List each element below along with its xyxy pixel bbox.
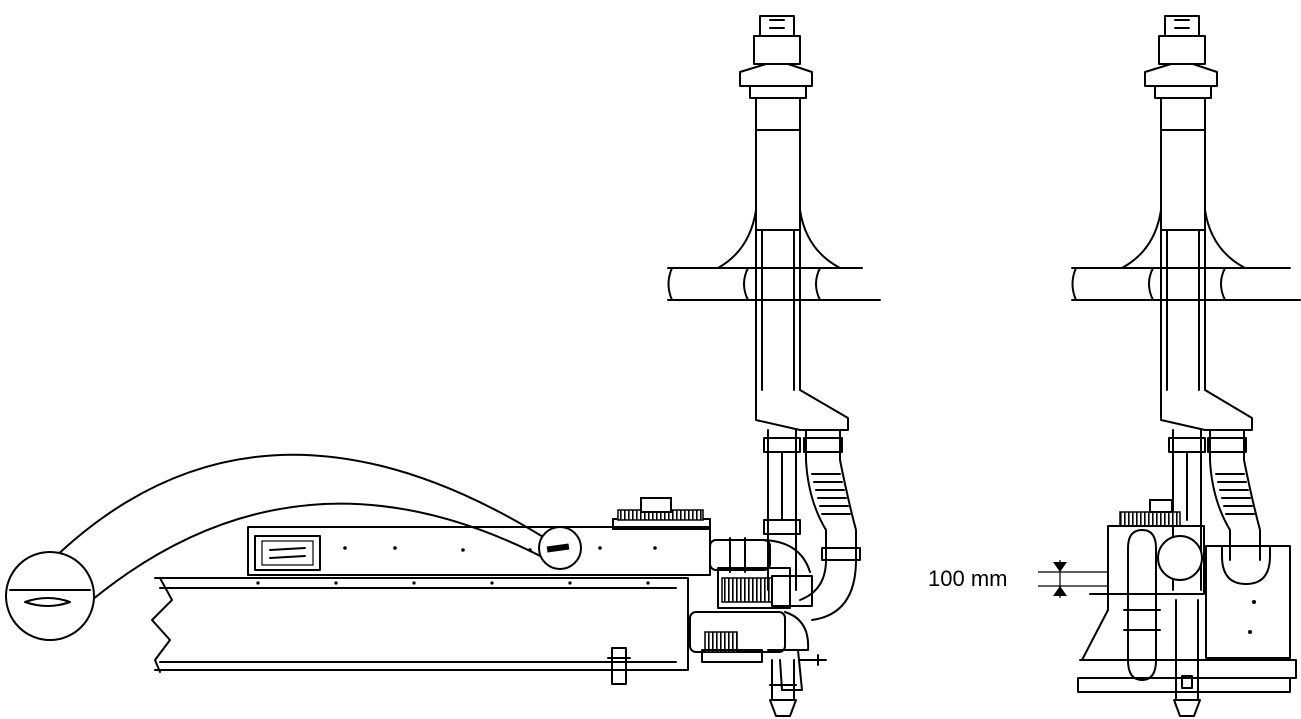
clearance-dimension: 100 mm xyxy=(928,560,1108,598)
flue-system-left xyxy=(667,15,881,621)
burner-assembly xyxy=(689,537,827,717)
front-view xyxy=(1071,15,1301,717)
dimension-label: 100 mm xyxy=(928,566,1007,591)
detail-magnifier xyxy=(5,453,582,641)
side-view xyxy=(5,15,881,717)
radiant-tube xyxy=(151,577,689,685)
heater-body xyxy=(247,497,711,576)
